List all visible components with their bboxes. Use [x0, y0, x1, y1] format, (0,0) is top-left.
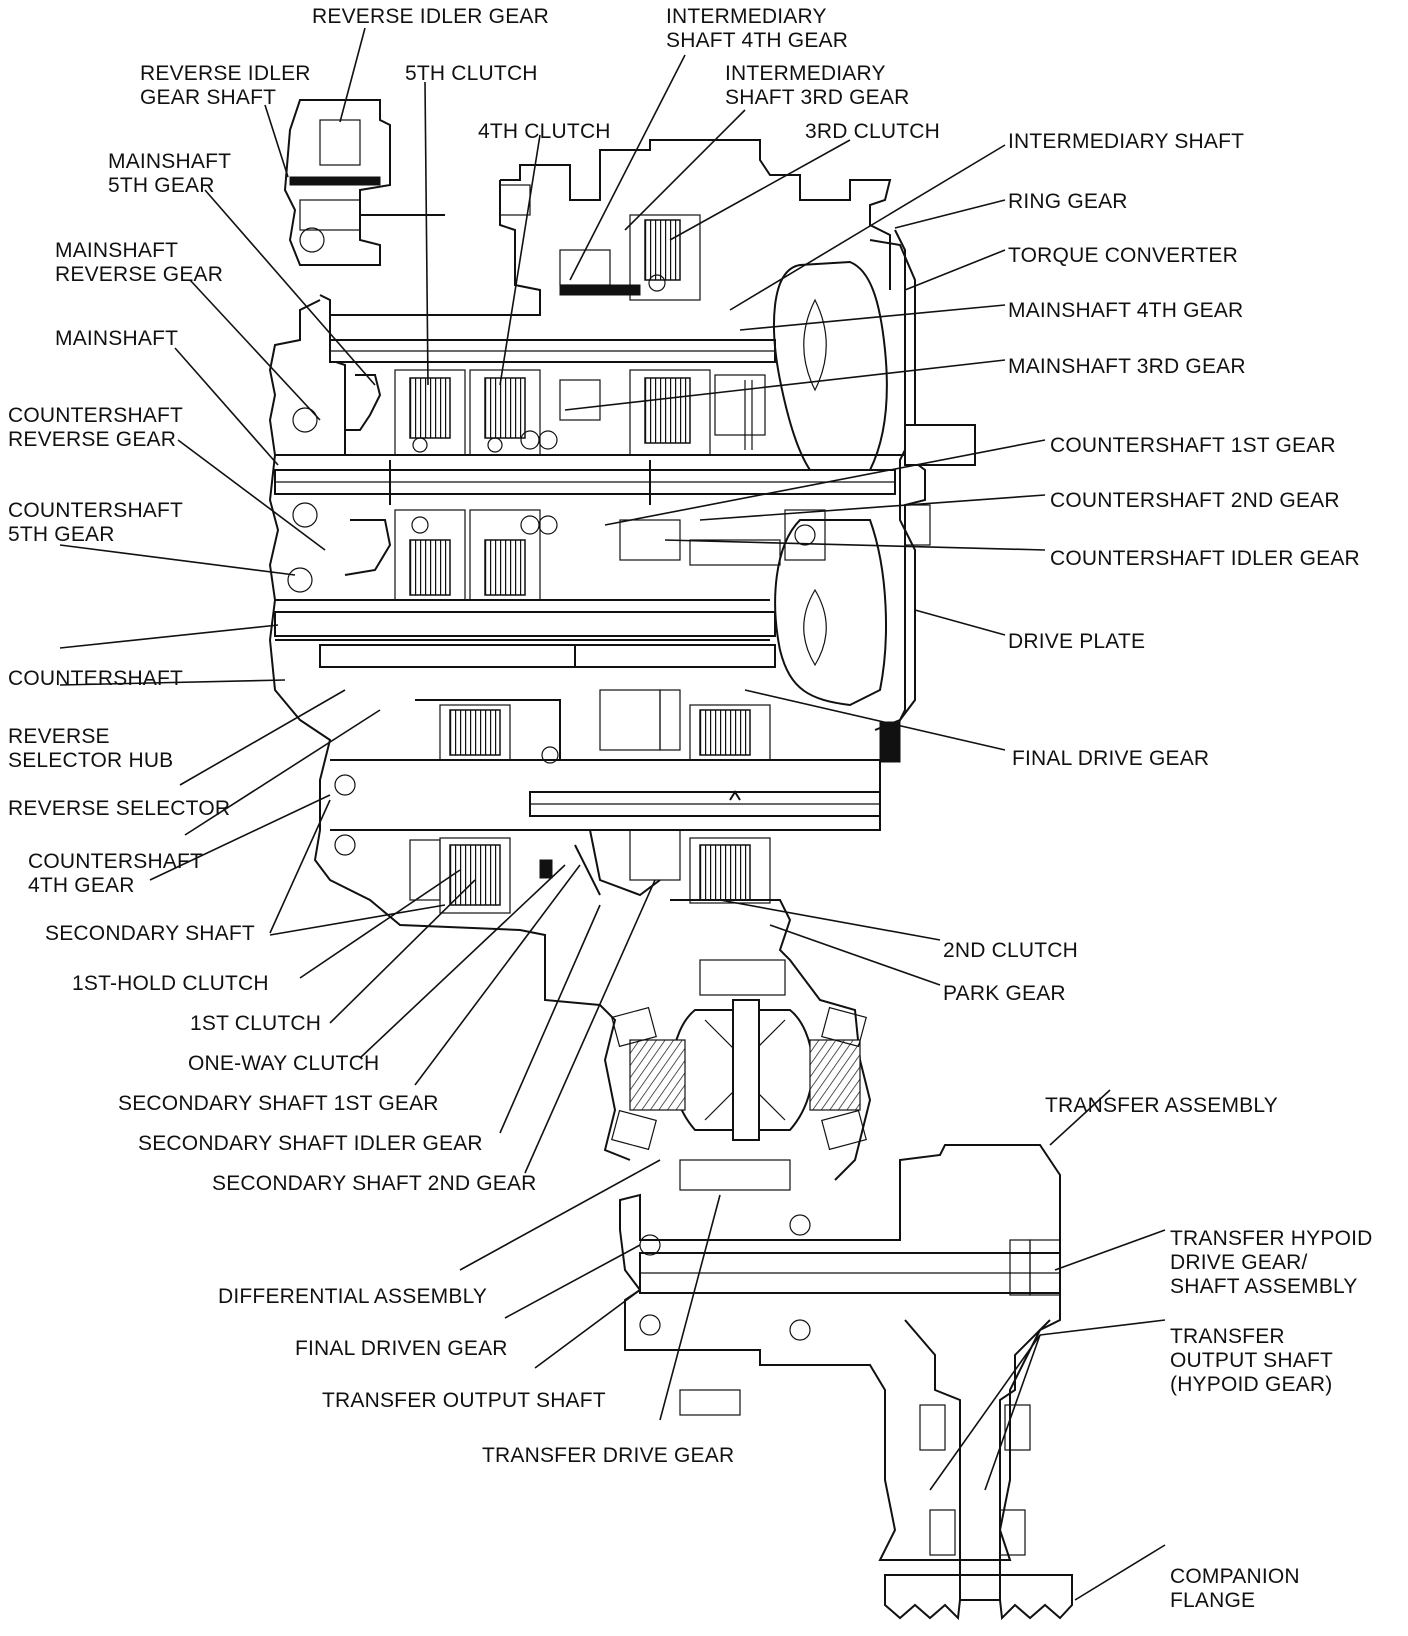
label-mainshaft-4th-gear: MAINSHAFT 4TH GEAR — [1008, 299, 1243, 322]
callout-labels: REVERSE IDLER GEAR INTERMEDIARY SHAFT 4T… — [8, 5, 1379, 1612]
label-transfer-output-shaft-hypoid: TRANSFER OUTPUT SHAFT (HYPOID GEAR) — [1170, 1325, 1339, 1396]
transfer-assembly-drawing — [619, 1144, 1073, 1621]
label-final-drive-gear: FINAL DRIVE GEAR — [1012, 747, 1209, 770]
label-secondary-shaft-idler-gear: SECONDARY SHAFT IDLER GEAR — [138, 1132, 483, 1155]
label-intermediary-shaft: INTERMEDIARY SHAFT — [1008, 130, 1244, 153]
label-differential-assembly: DIFFERENTIAL ASSEMBLY — [218, 1285, 487, 1308]
label-reverse-selector-hub: REVERSE SELECTOR HUB — [8, 725, 173, 772]
label-reverse-idler-gear: REVERSE IDLER GEAR — [312, 5, 549, 28]
label-3rd-clutch: 3RD CLUTCH — [805, 120, 940, 143]
label-5th-clutch: 5TH CLUTCH — [405, 62, 538, 85]
label-one-way-clutch: ONE-WAY CLUTCH — [188, 1052, 379, 1075]
label-reverse-selector: REVERSE SELECTOR — [8, 797, 230, 820]
label-countershaft-idler-gear: COUNTERSHAFT IDLER GEAR — [1050, 547, 1360, 570]
label-4th-clutch: 4TH CLUTCH — [478, 120, 611, 143]
reverse-idler-housing — [283, 99, 445, 266]
label-transfer-assembly: TRANSFER ASSEMBLY — [1045, 1094, 1278, 1117]
label-mainshaft: MAINSHAFT — [55, 327, 178, 350]
label-2nd-clutch: 2ND CLUTCH — [943, 939, 1078, 962]
label-intermediary-shaft-4th-gear: INTERMEDIARY SHAFT 4TH GEAR — [666, 5, 848, 52]
lower-clutch-packs — [334, 689, 771, 914]
label-final-driven-gear: FINAL DRIVEN GEAR — [295, 1337, 508, 1360]
mainshaft-drawing — [274, 460, 896, 505]
differential-housing — [599, 899, 872, 1191]
upper-clutch-packs — [292, 369, 601, 456]
upper-housing — [319, 139, 892, 316]
third-clutch-area — [629, 369, 766, 456]
label-intermediary-shaft-3rd-gear: INTERMEDIARY SHAFT 3RD GEAR — [725, 62, 909, 109]
transmission-drawing — [268, 99, 1073, 1621]
mid-clutch-packs — [287, 502, 826, 601]
label-reverse-idler-gear-shaft: REVERSE IDLER GEAR SHAFT — [140, 62, 317, 109]
label-park-gear: PARK GEAR — [943, 982, 1066, 1005]
secondary-shaft-drawing — [529, 790, 881, 817]
label-1st-clutch: 1ST CLUTCH — [190, 1012, 321, 1035]
intermediary-shaft-drawing — [329, 339, 776, 363]
label-countershaft-2nd-gear: COUNTERSHAFT 2ND GEAR — [1050, 489, 1340, 512]
label-mainshaft-3rd-gear: MAINSHAFT 3RD GEAR — [1008, 355, 1246, 378]
label-secondary-shaft-2nd-gear: SECONDARY SHAFT 2ND GEAR — [212, 1172, 537, 1195]
label-mainshaft-reverse-gear: MAINSHAFT REVERSE GEAR — [55, 239, 223, 286]
torque-converter-drawing — [773, 229, 976, 763]
label-mainshaft-5th-gear: MAINSHAFT 5TH GEAR — [108, 150, 237, 197]
countershaft-drawing — [274, 611, 776, 668]
label-drive-plate: DRIVE PLATE — [1008, 630, 1145, 653]
label-countershaft: COUNTERSHAFT — [8, 667, 183, 690]
label-secondary-shaft: SECONDARY SHAFT — [45, 922, 255, 945]
leader-lines — [59, 27, 1166, 1601]
label-torque-converter: TORQUE CONVERTER — [1008, 244, 1238, 267]
label-countershaft-reverse-gear: COUNTERSHAFT REVERSE GEAR — [8, 404, 189, 451]
label-transfer-hypoid-drive-gear: TRANSFER HYPOID DRIVE GEAR/ SHAFT ASSEMB… — [1170, 1227, 1379, 1298]
label-transfer-drive-gear: TRANSFER DRIVE GEAR — [482, 1444, 734, 1467]
label-secondary-shaft-1st-gear: SECONDARY SHAFT 1ST GEAR — [118, 1092, 439, 1115]
label-countershaft-5th-gear: COUNTERSHAFT 5TH GEAR — [8, 499, 189, 546]
label-countershaft-4th-gear: COUNTERSHAFT 4TH GEAR — [28, 850, 209, 897]
label-1st-hold-clutch: 1ST-HOLD CLUTCH — [72, 972, 269, 995]
label-companion-flange: COMPANION FLANGE — [1170, 1565, 1306, 1612]
label-countershaft-1st-gear: COUNTERSHAFT 1ST GEAR — [1050, 434, 1336, 457]
label-ring-gear: RING GEAR — [1008, 190, 1128, 213]
label-transfer-output-shaft: TRANSFER OUTPUT SHAFT — [322, 1389, 606, 1412]
